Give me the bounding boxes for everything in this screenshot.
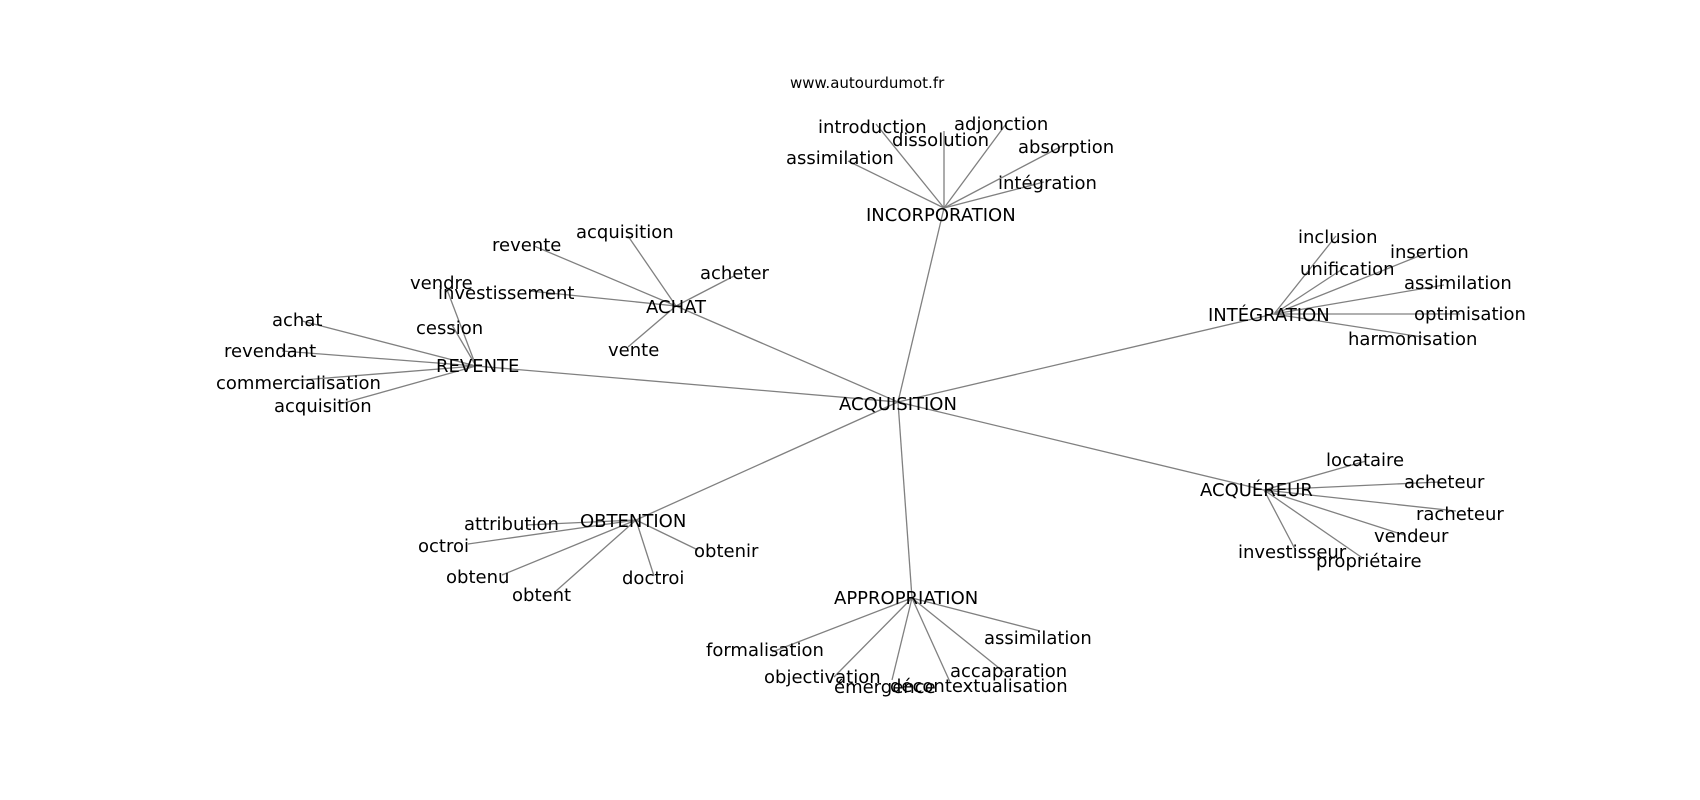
leaf-node[interactable]: acquisition: [576, 222, 674, 243]
edge-appropriation-leaf: [911, 597, 951, 683]
edge-achat-leaf: [533, 245, 677, 307]
leaf-node[interactable]: introduction: [818, 117, 927, 138]
edge-revente-leaf: [289, 365, 477, 382]
leaf-node[interactable]: obtent: [512, 585, 571, 606]
edge-revente-leaf: [301, 320, 477, 367]
leaf-node[interactable]: assimilation: [984, 628, 1092, 649]
leaf-node[interactable]: vente: [608, 340, 659, 361]
leaf-node[interactable]: doctroi: [622, 568, 684, 589]
edge-appropriation-leaf: [891, 597, 913, 681]
leaf-node[interactable]: obtenir: [694, 541, 759, 562]
leaf-node[interactable]: revente: [492, 235, 561, 256]
edge-center-incorporation: [897, 207, 945, 403]
group-node-revente[interactable]: REVENTE: [436, 356, 519, 377]
edge-obtention-leaf: [525, 519, 637, 526]
edge-acquereur-leaf: [1263, 489, 1405, 536]
edge-revente-leaf: [339, 365, 477, 405]
edge-achat-leaf: [675, 275, 735, 307]
leaf-node[interactable]: vendeur: [1374, 526, 1449, 547]
leaf-node[interactable]: émergence: [834, 677, 936, 698]
edge-incorporation-leaf: [943, 123, 1007, 209]
group-node-obtention[interactable]: OBTENTION: [580, 511, 686, 532]
edge-appropriation-leaf: [833, 597, 913, 678]
leaf-node[interactable]: investissement: [438, 283, 574, 304]
leaf-node[interactable]: absorption: [1018, 137, 1114, 158]
leaf-node[interactable]: achat: [272, 310, 322, 331]
leaf-node[interactable]: revendant: [224, 341, 316, 362]
group-node-appropriation[interactable]: APPROPRIATION: [834, 588, 978, 609]
leaf-node[interactable]: acheter: [700, 263, 770, 284]
leaf-node[interactable]: obtenu: [446, 567, 509, 588]
edge-appropriation-leaf: [771, 597, 913, 653]
edge-center-appropriation: [897, 401, 913, 599]
center-node[interactable]: ACQUISITION: [839, 394, 957, 415]
group-node-acquereur[interactable]: ACQUÉREUR: [1200, 479, 1313, 501]
edge-revente-leaf: [281, 350, 477, 367]
edge-incorporation-leaf: [943, 181, 1045, 209]
edge-achat-leaf: [529, 290, 677, 307]
edge-integration-leaf: [1273, 253, 1425, 315]
leaf-node[interactable]: intégration: [998, 173, 1097, 194]
edge-acquereur-leaf: [1263, 489, 1457, 512]
leaf-node[interactable]: attribution: [464, 514, 559, 535]
edge-center-obtention: [635, 401, 899, 521]
leaf-node[interactable]: inclusion: [1298, 227, 1378, 248]
leaf-node[interactable]: optimisation: [1414, 304, 1526, 325]
edges: [281, 123, 1460, 683]
edge-acquereur-leaf: [1263, 481, 1441, 491]
edge-obtention-leaf: [467, 519, 637, 545]
edge-center-integration: [897, 313, 1275, 403]
edge-achat-leaf: [627, 235, 677, 307]
leaf-node[interactable]: harmonisation: [1348, 329, 1477, 350]
edge-acquereur-leaf: [1263, 489, 1297, 552]
edge-appropriation-leaf: [911, 597, 1005, 673]
edge-integration-leaf: [1273, 313, 1423, 338]
leaf-node[interactable]: adjonction: [954, 114, 1048, 135]
leaf-node[interactable]: acquisition: [274, 396, 372, 417]
leaf-node[interactable]: insertion: [1390, 242, 1469, 263]
leaf-node[interactable]: accaparation: [950, 661, 1067, 682]
edge-obtention-leaf: [501, 519, 637, 576]
group-node-integration[interactable]: INTÉGRATION: [1208, 304, 1330, 326]
edge-incorporation-leaf: [943, 145, 1063, 209]
group-node-incorporation[interactable]: INCORPORATION: [866, 205, 1016, 226]
edge-revente-leaf: [451, 324, 477, 367]
edge-incorporation-leaf: [875, 123, 945, 209]
leaf-node[interactable]: locataire: [1326, 450, 1404, 471]
leaf-node[interactable]: cession: [416, 318, 483, 339]
leaf-node[interactable]: racheteur: [1416, 504, 1504, 525]
edge-achat-leaf: [627, 305, 677, 348]
edge-integration-leaf: [1273, 267, 1345, 315]
edge-obtention-leaf: [635, 519, 655, 577]
edge-center-achat: [675, 305, 899, 403]
edge-center-revente: [475, 365, 899, 403]
edge-acquereur-leaf: [1263, 460, 1367, 491]
group-node-achat[interactable]: ACHAT: [646, 297, 707, 318]
leaf-node[interactable]: unification: [1300, 259, 1395, 280]
edge-revente-leaf: [445, 286, 477, 367]
leaf-node[interactable]: objectivation: [764, 667, 881, 688]
edge-integration-leaf: [1273, 235, 1337, 315]
leaf-node[interactable]: vendre: [410, 273, 473, 294]
leaf-node[interactable]: assimilation: [1404, 273, 1512, 294]
leaf-node[interactable]: formalisation: [706, 640, 824, 661]
leaf-node[interactable]: dissolution: [892, 130, 989, 151]
edge-obtention-leaf: [555, 519, 637, 592]
leaf-node[interactable]: assimilation: [786, 148, 894, 169]
labels: ACQUISITION INCORPORATION introduction adjo…: [216, 114, 1526, 698]
edge-incorporation-leaf: [847, 160, 945, 209]
edge-obtention-leaf: [635, 519, 699, 551]
leaf-node[interactable]: décontextualisation: [890, 676, 1068, 697]
leaf-node[interactable]: octroi: [418, 536, 469, 557]
edge-acquereur-leaf: [1263, 489, 1365, 560]
edge-integration-leaf: [1273, 284, 1445, 315]
watermark: www.autourdumot.fr: [790, 74, 945, 92]
edge-appropriation-leaf: [911, 597, 1041, 632]
leaf-node[interactable]: commercialisation: [216, 373, 381, 394]
edge-center-acquereur: [897, 401, 1265, 491]
leaf-node[interactable]: acheteur: [1404, 472, 1485, 493]
leaf-node[interactable]: propriétaire: [1316, 551, 1422, 572]
leaf-node[interactable]: investisseur: [1238, 542, 1347, 563]
